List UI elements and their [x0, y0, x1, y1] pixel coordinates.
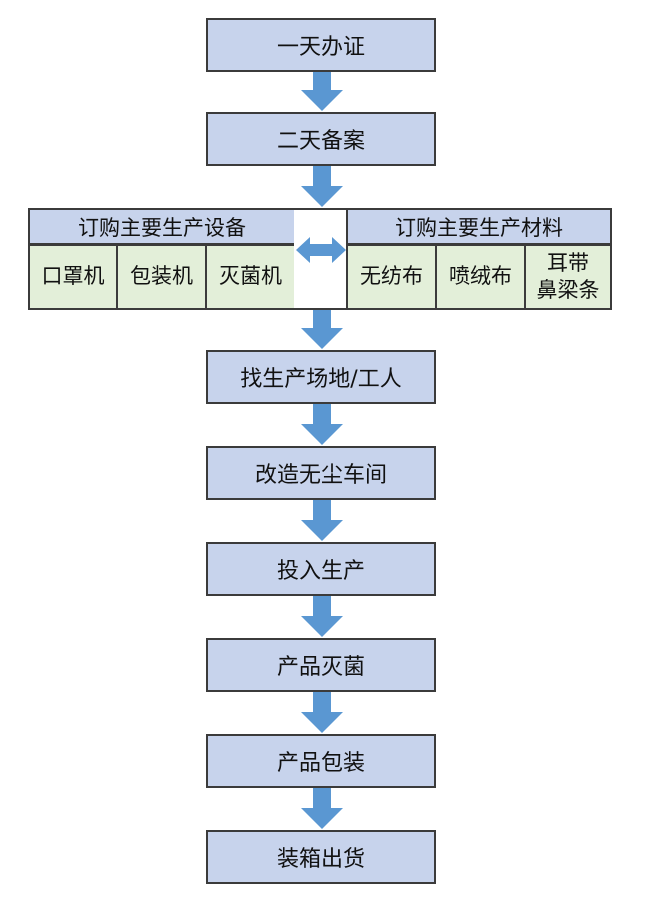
materials-header: 订购主要生产材料	[346, 208, 612, 245]
equipment-item-label: 灭菌机	[219, 264, 282, 289]
equipment-item-sterilizer: 灭菌机	[205, 244, 296, 310]
step-2-label: 二天备案	[276, 129, 365, 154]
materials-header-label: 订购主要生产材料	[395, 215, 563, 240]
down-arrow-icon	[301, 310, 343, 349]
step-6-box: 产品灭菌	[206, 638, 436, 692]
down-arrow-icon	[301, 596, 343, 637]
materials-item-label: 耳带 鼻梁条	[536, 250, 600, 302]
step-5-label: 投入生产	[276, 559, 365, 584]
equipment-header: 订购主要生产设备	[28, 208, 296, 245]
step-3-box: 找生产场地/工人	[206, 350, 436, 404]
down-arrow-icon	[301, 72, 343, 111]
down-arrow-icon	[301, 500, 343, 541]
equipment-item-mask-machine: 口罩机	[28, 244, 118, 310]
step-8-label: 装箱出货	[276, 847, 365, 872]
down-arrow-icon	[301, 788, 343, 829]
equipment-header-label: 订购主要生产设备	[78, 215, 246, 240]
materials-item-label: 喷绒布	[449, 264, 512, 289]
down-arrow-icon	[301, 692, 343, 733]
step-1-label: 一天办证	[276, 35, 365, 60]
step-3-label: 找生产场地/工人	[240, 367, 402, 392]
down-arrow-icon	[301, 404, 343, 445]
double-arrow-icon	[296, 237, 346, 263]
step-4-box: 改造无尘车间	[206, 446, 436, 500]
materials-item-earloop-nosewire: 耳带 鼻梁条	[524, 244, 612, 310]
step-1-box: 一天办证	[206, 18, 436, 72]
down-arrow-icon	[301, 166, 343, 207]
step-5-box: 投入生产	[206, 542, 436, 596]
step-2-box: 二天备案	[206, 112, 436, 166]
materials-item-nonwoven: 无纺布	[346, 244, 437, 310]
step-7-label: 产品包装	[276, 751, 365, 776]
equipment-item-label: 口罩机	[41, 264, 105, 289]
exchange-connector	[294, 208, 348, 310]
step-4-label: 改造无尘车间	[254, 463, 387, 488]
step-6-label: 产品灭菌	[276, 655, 365, 680]
materials-item-meltblown: 喷绒布	[435, 244, 526, 310]
step-8-box: 装箱出货	[206, 830, 436, 884]
equipment-item-packing-machine: 包装机	[116, 244, 207, 310]
step-7-box: 产品包装	[206, 734, 436, 788]
materials-item-label: 无纺布	[360, 264, 423, 289]
equipment-item-label: 包装机	[130, 264, 193, 289]
